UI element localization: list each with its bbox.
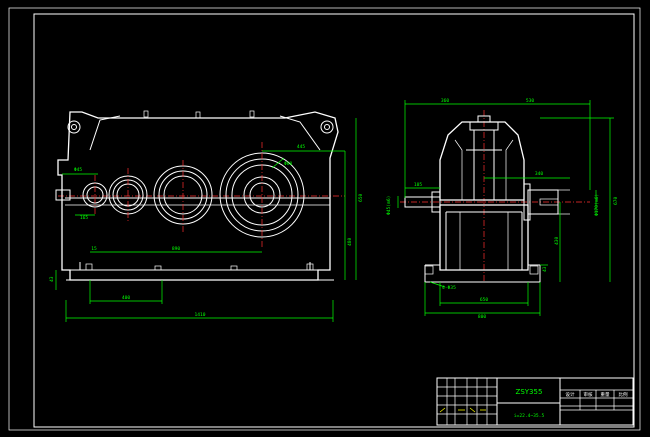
lifting-lug-left-hole	[71, 124, 77, 130]
dim-400: 400	[122, 295, 131, 301]
dim-side-650: 650	[480, 297, 489, 303]
dim-left-shaft: Φ45	[74, 167, 83, 173]
top-bolts	[143, 110, 255, 119]
dim-670: 670	[613, 196, 619, 205]
dim-165: 165	[80, 215, 89, 221]
front-cover-ribs	[89, 115, 321, 151]
side-upper-housing	[439, 121, 525, 201]
title-label-a: 设计	[565, 391, 575, 398]
dim-890: 890	[172, 246, 181, 252]
side-foot	[424, 264, 541, 283]
side-dims: 360 530 340 105 Φ45(m6) Φ170(m6) 670 430…	[386, 98, 619, 320]
dim-650: 650	[358, 193, 364, 202]
lifting-lug-left	[67, 120, 81, 134]
title-label-d: 比例	[618, 391, 628, 398]
dim-front-foot: 43	[49, 276, 55, 282]
dim-530: 530	[526, 98, 535, 104]
dim-800: 800	[478, 314, 487, 320]
front-dims: 1410 400 890 15 165 Φ45 445 Φ80 480 650 …	[49, 118, 364, 322]
dim-input-dia: Φ45(m6)	[386, 196, 392, 215]
dim-445: 445	[297, 144, 306, 150]
title-ratio: i=22.4~35.5	[514, 413, 545, 419]
lifting-lug-right-hole	[324, 124, 330, 130]
dim-360: 360	[441, 98, 450, 104]
input-shaft	[55, 189, 71, 201]
dim-480: 480	[347, 237, 353, 246]
dim-output-dia: Φ170(m6)	[594, 194, 600, 216]
title-block: ZSY355 i=22.4~35.5 设计 审核 重量 比例	[436, 377, 634, 426]
side-view: 360 530 340 105 Φ45(m6) Φ170(m6) 670 430…	[386, 98, 619, 320]
outer-frame	[8, 7, 641, 431]
foot-bolts	[85, 263, 314, 271]
front-view: 1410 400 890 15 165 Φ45 445 Φ80 480 650 …	[49, 110, 364, 322]
dim-bolt: 4-Φ35	[442, 285, 456, 291]
dim-bore: Φ80	[284, 161, 293, 167]
title-label-b: 审核	[583, 391, 593, 398]
dim-1410: 1410	[194, 312, 205, 318]
title-label-c: 重量	[600, 391, 610, 398]
dim-430: 430	[554, 236, 560, 245]
title-model: ZSY355	[516, 388, 543, 396]
dim-15: 15	[91, 246, 97, 252]
dim-side-foot: 43	[542, 266, 548, 272]
dim-105: 105	[414, 182, 423, 188]
dim-340: 340	[535, 171, 544, 177]
lifting-lug-right	[320, 120, 334, 134]
inner-frame	[33, 13, 635, 428]
side-lower-housing	[439, 204, 529, 271]
